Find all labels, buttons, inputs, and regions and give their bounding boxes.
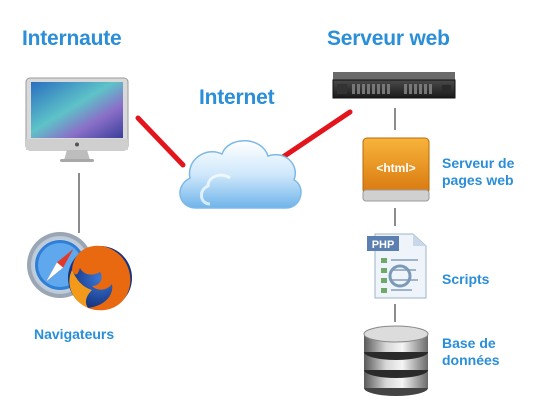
php-badge-text: PHP [372,239,395,251]
serveur-pages-label: Serveur de pages web [442,155,514,189]
firefox-icon [68,245,132,311]
rack-server-icon [332,72,456,99]
red-link-left [135,115,186,168]
internet-title: Internet [199,86,275,109]
bdd-label-line1: Base de [442,335,496,351]
html-server-icon: <html> [362,137,430,202]
bdd-label: Base de données [442,335,500,369]
bdd-label-line2: données [442,352,500,368]
gray-connectors [78,108,396,322]
internet-cloud-icon [179,140,302,209]
scripts-label: Scripts [442,271,490,287]
serveur-pages-label-line2: pages web [442,172,514,188]
imac-computer-icon [25,77,129,162]
red-link-right [280,109,353,160]
serveur-web-title: Serveur web [327,27,450,50]
php-script-icon: PHP [367,233,427,299]
serveur-pages-label-line1: Serveur de [442,155,515,171]
navigateurs-label: Navigateurs [34,326,115,342]
internaute-title: Internaute [22,27,122,50]
database-icon [363,325,429,396]
html-tag-text: <html> [376,161,415,175]
